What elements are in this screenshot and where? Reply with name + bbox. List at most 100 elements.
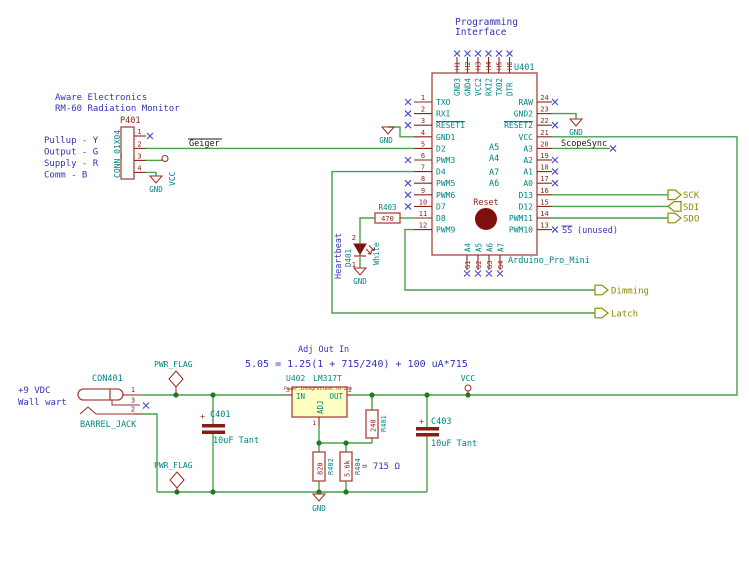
barrel-jack: CON401 1 3 2 BARREL_JACK xyxy=(77,374,142,430)
global-label-sdo: SDO xyxy=(667,212,699,225)
r404-resistor: 5.6k R404 xyxy=(339,451,362,482)
pin-name: D4 xyxy=(436,168,446,177)
note-supply-line1: +9 VDC xyxy=(18,386,51,396)
pin-number: 24 xyxy=(540,94,548,102)
pin-number: 1 xyxy=(312,419,316,427)
c401-plus: + xyxy=(200,412,205,421)
pin-number: 5 xyxy=(421,140,425,148)
r403-value: 470 xyxy=(381,215,394,223)
svg-text:GND: GND xyxy=(379,136,393,145)
nc-scopesync xyxy=(609,144,617,152)
pin-number: 17 xyxy=(540,175,548,183)
pin-number: H6 xyxy=(506,62,514,70)
reset-button xyxy=(475,208,497,230)
note-formula: 5.05 = 1.25(1 + 715/240) + 100 uA*715 xyxy=(245,359,468,370)
svg-text:SDO: SDO xyxy=(683,215,699,225)
con401-value: BARREL_JACK xyxy=(80,420,137,430)
gnd-symbol-pin4: GND xyxy=(379,126,396,145)
pin-name: TXO2 xyxy=(495,78,504,96)
arduino-symbol: U401 Arduino_Pro_Mini Reset A5 A4 A7 A6 … xyxy=(414,57,590,270)
pin-number: G1 xyxy=(464,261,472,269)
net-label-geiger: Geiger xyxy=(189,139,220,149)
net-label-scopesync: ScopeSync xyxy=(561,139,607,149)
c403-ref: C403 xyxy=(431,417,451,427)
arduino-reset-label: Reset xyxy=(473,198,499,208)
ss-unused-label: SS (unused) xyxy=(561,225,618,236)
led-light-arrows xyxy=(365,245,375,255)
arduino-alt-a4: A4 xyxy=(489,154,499,164)
note-programming-line1: Programming xyxy=(455,17,518,28)
svg-text:GND: GND xyxy=(353,277,367,286)
wire-d4-latch xyxy=(331,170,595,314)
vcc-symbol-p401: VCC xyxy=(160,155,177,186)
wire-gnd2 xyxy=(552,112,577,119)
con401-ref: CON401 xyxy=(92,374,123,384)
pin-name: PWM6 xyxy=(436,191,455,200)
wire-p401-gnd xyxy=(146,171,157,176)
pin-name: PWM9 xyxy=(436,226,455,235)
arduino-alt-a5: A5 xyxy=(489,143,499,153)
pin-number: G2 xyxy=(475,261,483,269)
no-connect-marks xyxy=(142,50,617,409)
svg-text:GND: GND xyxy=(569,128,583,137)
wire-heartbeat xyxy=(359,217,414,268)
arduino-alt-a7: A7 xyxy=(489,168,499,178)
r402-value: 820 xyxy=(317,462,325,475)
r401-ref: R401 xyxy=(380,415,388,432)
pin-name: IN xyxy=(296,392,305,401)
pin-number: 22 xyxy=(540,117,548,125)
svg-text:Latch: Latch xyxy=(611,310,638,320)
pin-name: GND3 xyxy=(453,78,462,96)
pin-name: RXI2 xyxy=(485,78,494,96)
note-aware-line2: RM-60 Radiation Monitor xyxy=(55,104,180,114)
nc-right xyxy=(551,98,559,234)
note-aware-line1: Aware Electronics xyxy=(55,93,147,103)
p401-ref: P401 xyxy=(120,116,140,126)
r403-ref: R403 xyxy=(378,203,396,212)
pin-name: PWM10 xyxy=(509,226,533,235)
p401-value: CONN_01X04 xyxy=(113,130,122,178)
c401-ref: C401 xyxy=(210,410,230,420)
d401-value: White xyxy=(372,242,381,265)
pwr-flag-bottom: PWR_FLAG xyxy=(154,461,193,492)
pin-name: GND4 xyxy=(464,77,473,96)
c403-value: 10uF Tant xyxy=(431,439,477,449)
pin-number: 4 xyxy=(137,164,141,172)
legend-output: Output - G xyxy=(44,148,98,158)
pin-number: 19 xyxy=(540,152,548,160)
u402-ref: U402 xyxy=(286,374,305,383)
pin-number: 11 xyxy=(419,210,427,218)
pin-number: 3 xyxy=(137,152,141,160)
note-supply-line2: Wall wart xyxy=(18,398,67,408)
ss-name: SS xyxy=(562,226,572,236)
svg-text:SCK: SCK xyxy=(683,191,700,201)
global-label-dimming: Dimming xyxy=(594,284,649,297)
p401-connector: P401 CONN_01X04 1 2 3 4 xyxy=(113,116,146,180)
svg-text:PWR_FLAG: PWR_FLAG xyxy=(154,461,193,470)
u402-value: LM317T xyxy=(313,374,342,383)
arduino-alt-a6: A6 xyxy=(489,179,499,189)
note-adj-out-in: Adj Out In xyxy=(298,345,349,355)
wire-pwm9-dimming xyxy=(404,228,595,291)
pin-name: A6 xyxy=(486,242,495,252)
pin-number: 2 xyxy=(421,106,425,114)
nc-bottom xyxy=(463,270,504,277)
r401-value: 240 xyxy=(370,419,378,432)
legend-pullup: Pullup - Y xyxy=(44,136,99,146)
pin-number: 18 xyxy=(540,164,548,172)
arduino-left-pins: 1 2 3 4 5 6 7 8 9 10 11 12 TXO RXI RESET… xyxy=(414,94,465,235)
pin-name: GND1 xyxy=(436,133,455,142)
gnd-symbol-rail: GND xyxy=(311,493,326,513)
pin-name: GND2 xyxy=(514,110,533,119)
pin-name: A3 xyxy=(523,144,533,153)
pin-number: 10 xyxy=(419,198,427,206)
svg-text:Dimming: Dimming xyxy=(611,287,649,297)
lm317-regulator: U402 LM317T Power_Integrations:TO-220 3 … xyxy=(284,374,352,427)
pin-name: D12 xyxy=(519,202,534,211)
pin-name: TXO xyxy=(436,98,451,107)
c403-plus: + xyxy=(419,417,424,426)
pin-number: 7 xyxy=(421,164,425,172)
c403-capacitor: + C403 10uF Tant xyxy=(416,417,477,449)
